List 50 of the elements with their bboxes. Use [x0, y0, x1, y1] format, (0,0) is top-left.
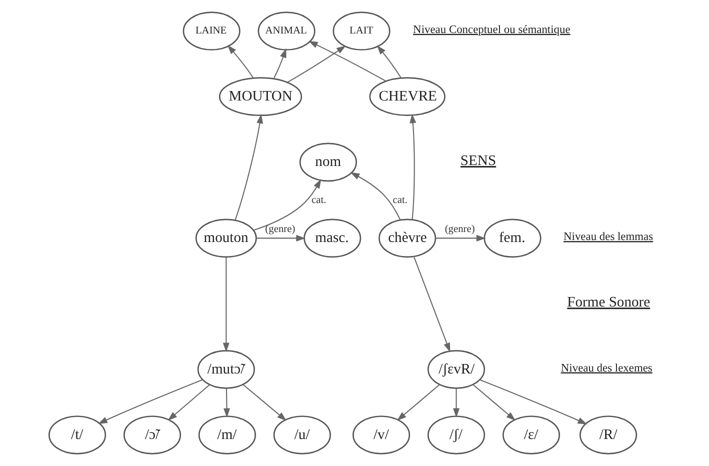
arrow: [413, 256, 450, 352]
node-ellipse: /R/: [580, 416, 638, 454]
node-ellipse: /mutɔ̃/: [197, 350, 255, 389]
arrow: [376, 45, 402, 78]
node-ellipse: mouton: [195, 218, 257, 258]
label: SENS: [460, 153, 496, 170]
arrow: [436, 234, 486, 242]
arrow: [472, 384, 516, 421]
arrow: [168, 384, 210, 421]
node-ellipse: nom: [299, 142, 357, 182]
node-ellipse: LAIT: [332, 12, 390, 50]
edge-label: cat.: [312, 194, 326, 206]
node-ellipse: ANIMAL: [258, 12, 316, 50]
node-ellipse: LAINE: [182, 12, 240, 50]
arrow: [224, 388, 230, 418]
node-ellipse: /v/: [352, 416, 410, 454]
node-ellipse: /ɛ/: [502, 416, 560, 454]
arrow: [242, 384, 287, 421]
arrow: [234, 114, 264, 220]
arrow: [453, 388, 460, 418]
label: Forme Sonore: [567, 294, 650, 311]
arrow: [350, 172, 401, 220]
arrow: [480, 379, 588, 424]
arrow: [227, 44, 254, 78]
node-ellipse: masc.: [304, 218, 362, 258]
arrow: [98, 379, 203, 424]
node-ellipse: MOUTON: [218, 77, 302, 116]
arrow: [287, 46, 346, 83]
arrow: [254, 179, 322, 231]
arrow: [410, 114, 416, 220]
edge-label: (genre): [265, 224, 296, 235]
arrow: [396, 384, 440, 421]
node-ellipse: chèvre: [378, 218, 436, 258]
arrow: [222, 257, 230, 352]
label: Niveau des lexemes: [560, 362, 652, 374]
arrow: [273, 48, 286, 80]
node-ellipse: /ɔ̃/: [123, 416, 182, 454]
node-ellipse: fem.: [484, 218, 542, 258]
edge-label: cat.: [392, 194, 408, 206]
arrow: [256, 234, 306, 242]
node-ellipse: /ʃɛvR/: [427, 350, 486, 389]
label: Niveau des lemmas: [564, 231, 654, 244]
label: Niveau Conceptuel ou sémantique: [413, 24, 570, 36]
node-ellipse: /u/: [273, 416, 331, 454]
node-ellipse: /ʃ/: [427, 416, 486, 454]
arrow: [308, 40, 386, 82]
node-ellipse: /m/: [198, 416, 256, 454]
edge-label: (genre): [444, 224, 475, 235]
node-ellipse: CHEVRE: [369, 77, 446, 116]
node-ellipse: /t/: [48, 416, 106, 454]
